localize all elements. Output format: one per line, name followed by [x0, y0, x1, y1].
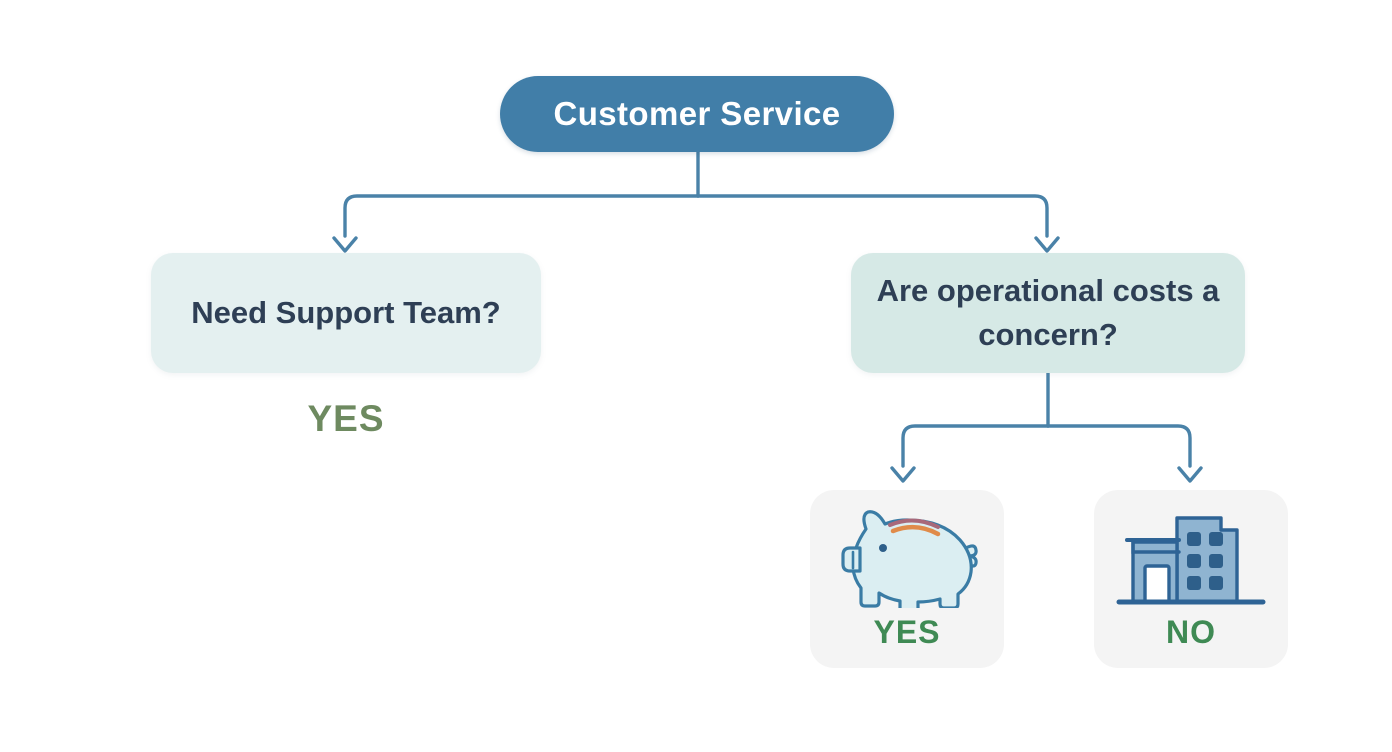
piggy-bank-icon [841, 510, 978, 608]
building-tower [1175, 516, 1239, 604]
outcome-card-yes-label: YES [873, 614, 941, 650]
office-building-icon [1116, 516, 1266, 605]
left-branch-outcome-label: YES [307, 398, 385, 439]
root-node-customer-service[interactable]: Customer Service [500, 76, 894, 152]
decision-left-label: Need Support Team? [191, 294, 501, 330]
outcome-card-yes[interactable]: YES [810, 490, 1004, 668]
piggy-eye [879, 544, 887, 552]
connector-right-to-yes [901, 424, 1050, 468]
building-door [1143, 564, 1171, 604]
outcome-card-no[interactable]: NO [1094, 490, 1288, 668]
arrowhead-card-no [1177, 466, 1203, 483]
connector-right-to-no [1046, 424, 1192, 468]
decision-node-operational-costs[interactable]: Are operational costs a concern? [851, 253, 1245, 373]
root-node-label: Customer Service [553, 95, 841, 132]
building-windows [1187, 532, 1223, 590]
coin-slot-upper-arc [888, 518, 940, 529]
connector-root-to-left [343, 194, 700, 238]
arrowhead-left-decision [332, 236, 358, 253]
left-branch-outcome-yes: YES [246, 398, 446, 440]
arrowhead-right-decision [1034, 236, 1060, 253]
coin-slot-arc [890, 524, 941, 537]
decision-right-label: Are operational costs a concern? [876, 272, 1220, 352]
building-canopy-edge [1131, 540, 1181, 554]
outcome-card-no-label: NO [1166, 614, 1216, 650]
connector-root-to-right [696, 194, 1049, 238]
decision-node-need-support-team[interactable]: Need Support Team? [151, 253, 541, 373]
arrowhead-card-yes [890, 466, 916, 483]
